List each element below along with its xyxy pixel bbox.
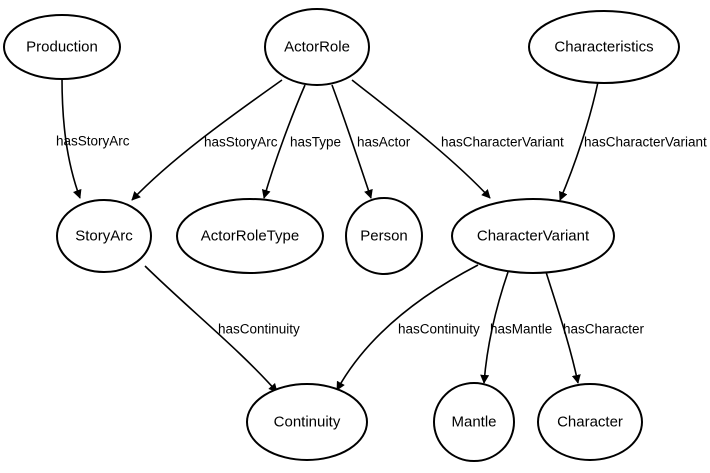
node-label-person: Person <box>360 228 408 245</box>
node-actorroletype: ActorRoleType <box>176 198 324 274</box>
node-label-characteristics: Characteristics <box>554 39 653 56</box>
node-production: Production <box>3 14 121 80</box>
node-label-storyarc: StoryArc <box>75 228 133 245</box>
edge-actorrole-storyarc <box>131 79 283 201</box>
node-actorrole: ActorRole <box>264 8 370 86</box>
node-label-actorrole: ActorRole <box>284 39 350 56</box>
node-label-charactervariant: CharacterVariant <box>477 228 590 245</box>
node-mantle: Mantle <box>433 382 515 462</box>
node-label-character: Character <box>557 414 623 431</box>
edge-label-actorrole-actor: hasActor <box>357 135 411 150</box>
node-charactervariant: CharacterVariant <box>451 198 615 274</box>
node-label-mantle: Mantle <box>451 414 496 431</box>
edge-label-actorrole-storyarc: hasStoryArc <box>204 135 278 150</box>
edge-actorrole-person <box>331 84 373 199</box>
edge-label-actorrole-type: hasType <box>290 135 341 150</box>
node-character: Character <box>537 383 643 461</box>
edge-production-storyarc <box>61 77 82 199</box>
node-label-actorroletype: ActorRoleType <box>201 228 299 245</box>
node-label-continuity: Continuity <box>274 414 341 431</box>
edge-label-charactervariant-continuity: hasContinuity <box>398 322 480 337</box>
edge-charactervariant-mantle <box>480 271 509 384</box>
edge-characteristics-charactervariant <box>559 81 599 201</box>
edge-label-actorrole-charactervariant: hasCharacterVariant <box>441 135 564 150</box>
node-person: Person <box>345 197 423 275</box>
edge-label-charactervariant-character: hasCharacter <box>563 322 645 337</box>
edge-actorrole-actorroletype <box>261 84 306 199</box>
edge-labels: hasStoryArc hasStoryArc hasType hasActor… <box>56 134 707 337</box>
node-storyarc: StoryArc <box>56 199 152 273</box>
node-continuity: Continuity <box>246 383 368 461</box>
edge-label-production-storyarc: hasStoryArc <box>56 134 130 149</box>
edge-label-charactervariant-mantle: hasMantle <box>490 322 552 337</box>
edge-storyarc-continuity <box>144 265 278 393</box>
node-label-production: Production <box>26 39 98 56</box>
edge-label-storyarc-continuity: hasContinuity <box>218 322 300 337</box>
edges <box>61 77 599 393</box>
edge-charactervariant-character <box>545 271 581 384</box>
node-characteristics: Characteristics <box>528 10 680 84</box>
nodes: Production ActorRole Characteristics Sto… <box>3 8 680 462</box>
edge-actorrole-charactervariant <box>351 79 491 199</box>
edge-charactervariant-continuity <box>336 264 479 391</box>
edge-label-characteristics-charactervariant: hasCharacterVariant <box>584 135 707 150</box>
